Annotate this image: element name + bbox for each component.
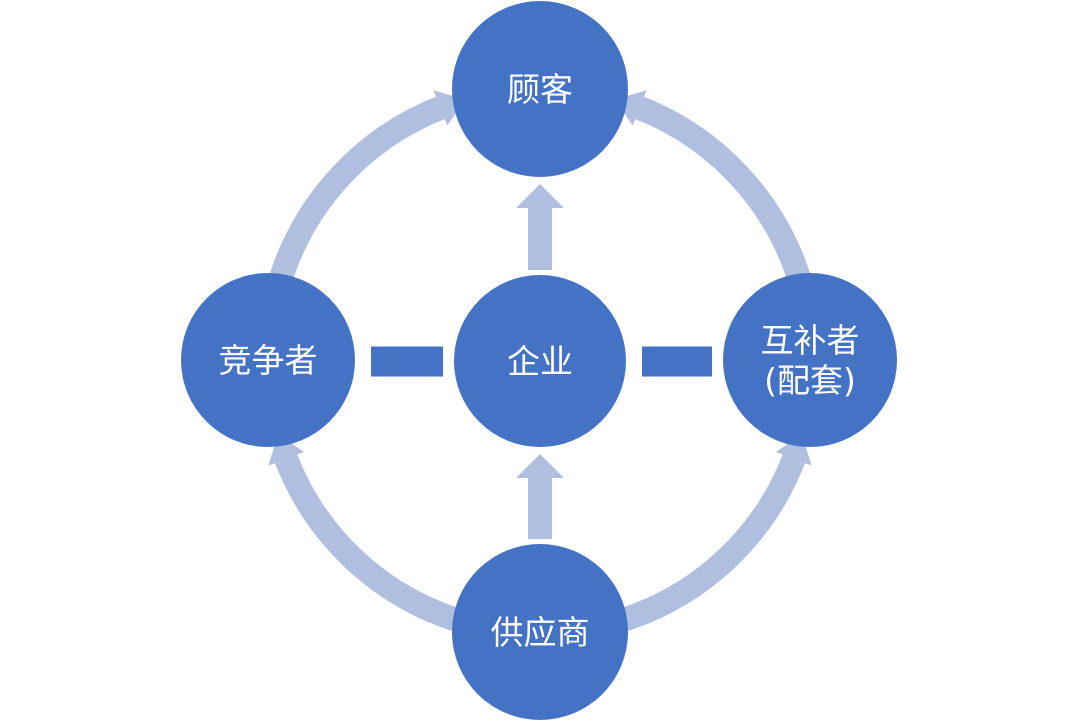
node-label: 供应商	[491, 613, 590, 652]
node-label: 互补者	[761, 321, 860, 360]
arrow-head-icon	[516, 184, 564, 208]
arrow-shaft	[528, 478, 552, 539]
node-label: 竞争者	[219, 341, 318, 380]
node-label: 顾客	[507, 70, 573, 109]
curved-arrow-supplier-to-complementor	[618, 434, 812, 632]
connector-bar-complementor-company	[642, 346, 712, 377]
connector-bar-competitor-company	[371, 346, 443, 377]
arc-shaft	[274, 454, 462, 632]
node-circle	[181, 273, 355, 447]
straight-arrow-company-to-customer	[516, 184, 564, 270]
node-circle	[452, 1, 628, 177]
node-label: (配套)	[764, 361, 856, 400]
node-circle	[452, 544, 628, 720]
node-competitor[interactable]: 竞争者	[181, 273, 355, 447]
arrow-shaft	[528, 208, 552, 270]
node-circle	[454, 275, 626, 447]
node-circle	[723, 273, 897, 447]
straight-arrow-supplier-to-company	[516, 454, 564, 539]
arc-shaft	[618, 454, 806, 632]
curved-arrows	[268, 90, 812, 632]
curved-arrow-supplier-to-competitor	[268, 434, 462, 632]
node-customer[interactable]: 顾客	[452, 1, 628, 177]
node-complementor[interactable]: 互补者(配套)	[723, 273, 897, 447]
arc-shaft	[635, 96, 811, 283]
straight-connectors	[371, 184, 712, 539]
node-label: 企业	[507, 342, 573, 381]
node-company[interactable]: 企业	[454, 275, 626, 447]
arc-shaft	[269, 96, 445, 283]
arrow-head-icon	[516, 454, 564, 478]
curved-arrow-complementor-to-customer	[615, 90, 811, 283]
node-supplier[interactable]: 供应商	[452, 544, 628, 720]
curved-arrow-competitor-to-customer	[269, 90, 465, 283]
